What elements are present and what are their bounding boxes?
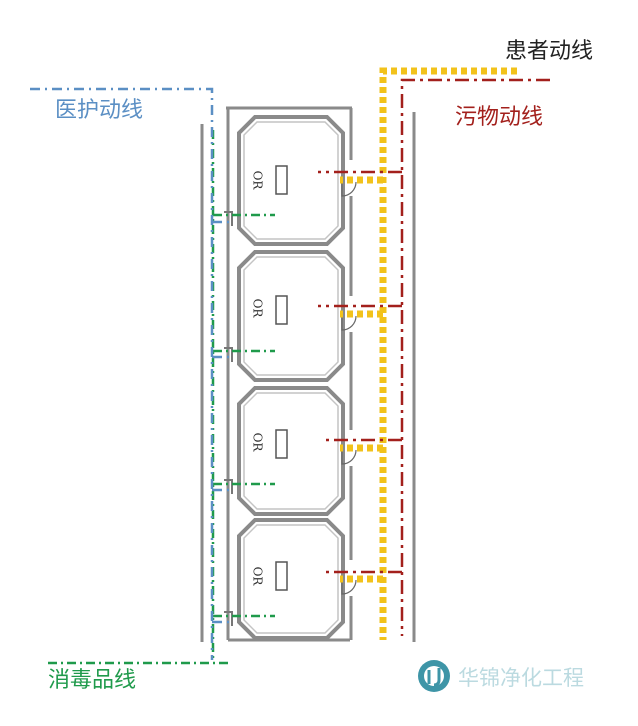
dirty-flow [318,78,550,636]
operating-room-3: OR [237,386,357,516]
operating-room-4: OR [237,518,357,640]
left-entries [224,211,233,626]
door-1 [341,181,357,197]
patient-flow-label: 患者动线 [505,39,593,64]
watermark: 华锦净化工程 [418,660,584,692]
operating-room-2: OR [237,250,357,382]
or-equipment-3 [275,429,288,459]
watermark-text: 华锦净化工程 [458,666,584,690]
dirty-flow-label: 污物动线 [455,105,543,130]
medical-staff-flow [30,87,232,660]
patient-flow [340,67,517,640]
or-equipment-2 [275,295,288,325]
door-4 [341,579,357,595]
room-label-1: OR [251,171,265,191]
door-3 [341,449,357,465]
room-label-2: OR [251,299,265,319]
corridor-walls [200,108,416,642]
or-equipment-1 [275,165,288,195]
or-equipment-4 [275,561,288,591]
sterile-goods-flow-label: 消毒品线 [48,668,136,693]
company-logo-icon [418,660,450,692]
room-label-3: OR [251,433,265,453]
medical-staff-flow-label: 医护动线 [55,98,143,123]
operating-room-1: OR [237,115,357,246]
door-2 [341,315,357,331]
room-label-4: OR [251,567,265,587]
